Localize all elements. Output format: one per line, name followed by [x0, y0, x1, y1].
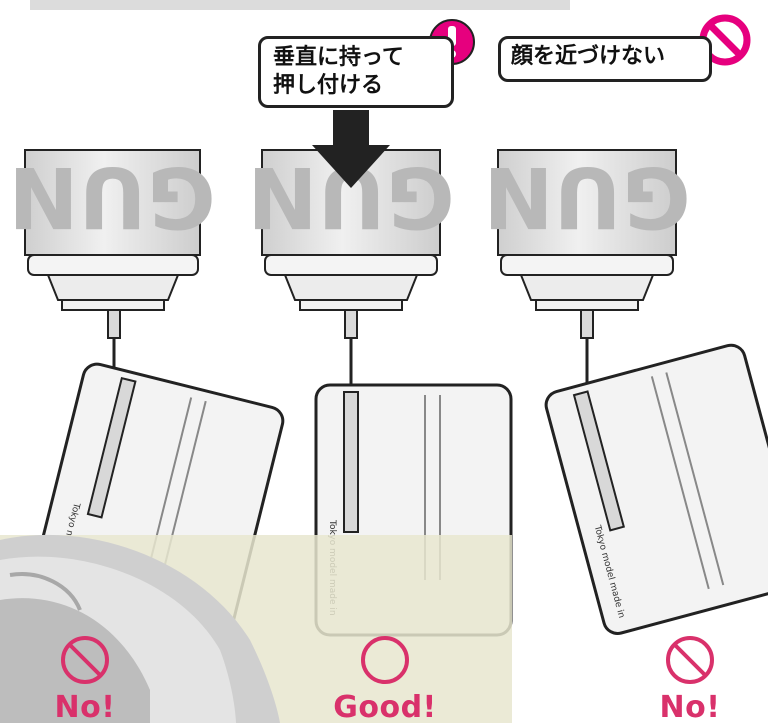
can-logo-right: GUN [483, 148, 690, 246]
verdict-label-right: No! [659, 690, 721, 725]
cropped-header-text [30, 0, 570, 10]
can-logo-left: GUN [8, 148, 215, 246]
verdict-label-center: Good! [333, 690, 437, 725]
push-callout: 垂直に持って 押し付ける [258, 36, 454, 108]
mark-no-left [61, 636, 109, 684]
mark-no-right [666, 636, 714, 684]
face-callout: 顔を近づけない [498, 36, 712, 82]
card-right: Tokyo model made in [544, 343, 768, 635]
mark-good-center [361, 636, 409, 684]
panel-right: GUN Tokyo model made in [483, 148, 768, 635]
prohibited-icon [699, 14, 751, 66]
push-callout-line-1: 垂直に持って [273, 45, 404, 70]
panel-center: GUN Tokyo model made in [247, 110, 513, 637]
face-callout-text: 顔を近づけない [511, 44, 666, 69]
push-callout-line-2: 押し付ける [273, 73, 384, 98]
verdict-label-left: No! [54, 690, 116, 725]
spray-can-left: GUN [8, 148, 216, 390]
push-down-arrow-icon [312, 110, 390, 188]
spray-can-right: GUN [483, 148, 691, 390]
